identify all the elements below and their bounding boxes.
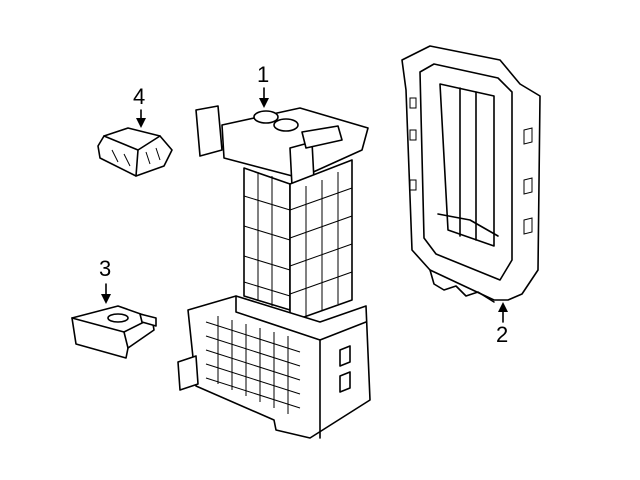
callout-1: 1: [257, 62, 269, 108]
callout-label-2: 2: [496, 322, 508, 347]
part-4-mini-fuse: [97, 127, 173, 177]
arrow-3: [101, 294, 111, 304]
callout-label-1: 1: [257, 62, 269, 87]
arrow-2: [498, 302, 508, 312]
arrow-1: [259, 98, 269, 108]
part-1-junction-block: [177, 105, 371, 439]
callout-2: 2: [496, 302, 508, 347]
arrow-4: [136, 118, 146, 128]
part-3-fuse: [71, 305, 157, 359]
callout-4: 4: [133, 84, 146, 128]
callout-3: 3: [99, 256, 111, 304]
callout-label-4: 4: [133, 84, 145, 109]
part-2-cover: [401, 45, 541, 303]
callout-label-3: 3: [99, 256, 111, 281]
